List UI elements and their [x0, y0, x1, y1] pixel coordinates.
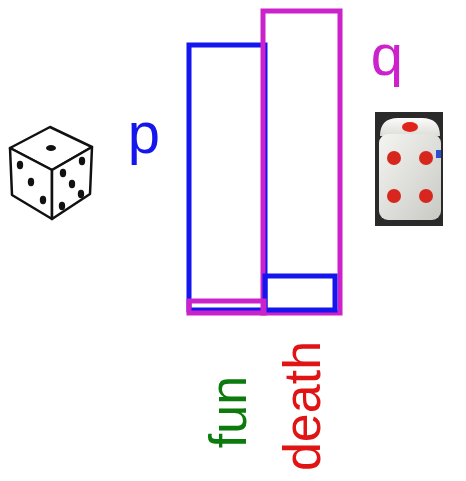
probability-bars — [189, 11, 340, 313]
category-label: fun — [202, 376, 254, 448]
series-label: p — [128, 104, 160, 162]
bar-p-fun — [189, 45, 265, 310]
die-photo — [375, 112, 443, 226]
series-label: q — [371, 26, 403, 84]
bar-q-fun — [189, 301, 264, 313]
die-drawing — [10, 127, 92, 219]
category-label: death — [276, 341, 328, 471]
bar-p-death — [265, 276, 335, 310]
bar-q-death — [263, 11, 340, 313]
